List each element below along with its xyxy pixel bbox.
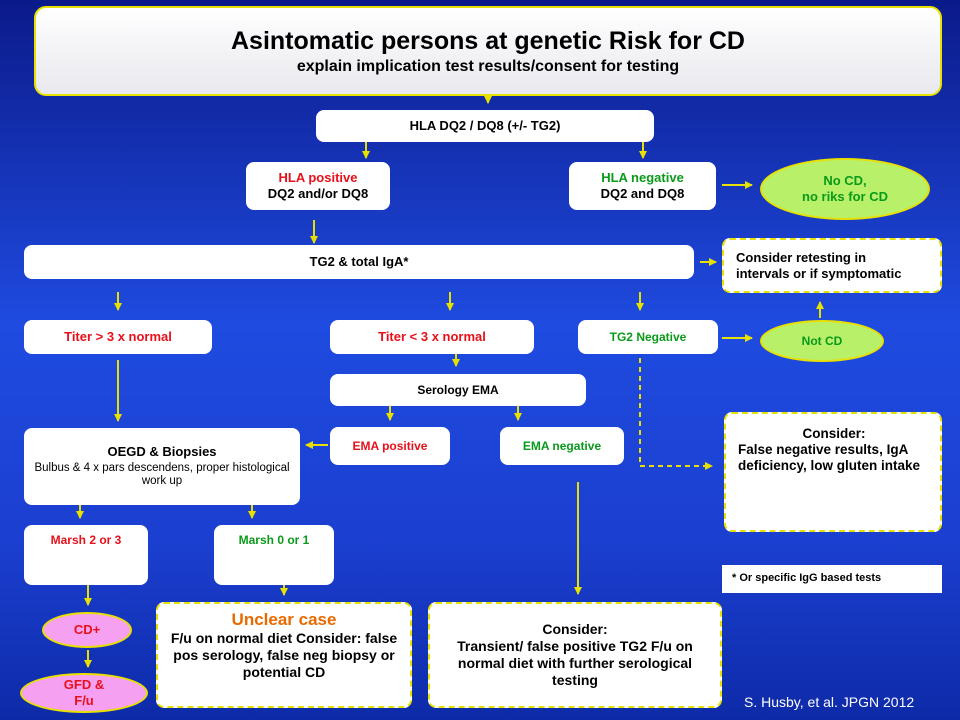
title-box: Asintomatic persons at genetic Risk for … [34, 6, 942, 96]
ema-positive-box: EMA positive [330, 427, 450, 465]
citation: S. Husby, et al. JPGN 2012 [744, 694, 915, 710]
titer-high-box: Titer > 3 x normal [24, 320, 212, 354]
gfd-detail: F/u [74, 693, 94, 708]
not-cd-label: Not CD [801, 333, 843, 348]
consider-false-negative-box: Consider: False negative results, IgA de… [724, 412, 942, 532]
ema-negative-label: EMA negative [522, 438, 602, 453]
unclear-case-box: Unclear case F/u on normal diet Consider… [156, 602, 412, 708]
cd-plus-label: CD+ [73, 621, 101, 637]
consider-false-negative-body: False negative results, IgA deficiency, … [738, 442, 921, 474]
titer-high-label: Titer > 3 x normal [64, 329, 172, 345]
marsh-23-box: Marsh 2 or 3 [24, 525, 148, 585]
ema-negative-box: EMA negative [500, 427, 624, 465]
footnote-text: * Or specific IgG based tests [732, 572, 882, 585]
retesting-line1: Consider retesting in [736, 249, 867, 265]
tg2-total-iga-box: TG2 & total IgA* [24, 245, 694, 279]
serology-ema-box: Serology EMA [330, 374, 586, 406]
tg2-negative-box: TG2 Negative [578, 320, 718, 354]
marsh-23-label: Marsh 2 or 3 [50, 533, 122, 547]
no-cd-label: No CD, [823, 172, 867, 188]
hla-negative-box: HLA negative DQ2 and DQ8 [569, 162, 716, 210]
hla-test-box: HLA DQ2 / DQ8 (+/- TG2) [316, 110, 654, 142]
serology-ema-label: Serology EMA [417, 382, 499, 397]
consider-transient-title: Consider: [542, 621, 608, 638]
cd-plus-ellipse: CD+ [42, 612, 132, 648]
no-cd-ellipse: No CD, no riks for CD [760, 158, 930, 220]
hla-positive-detail: DQ2 and/or DQ8 [267, 186, 369, 201]
consider-transient-box: Consider: Transient/ false positive TG2 … [428, 602, 722, 708]
marsh-01-box: Marsh 0 or 1 [214, 525, 334, 585]
retesting-box: Consider retesting in intervals or if sy… [722, 238, 942, 293]
oegd-title: OEGD & Biopsies [107, 443, 217, 459]
not-cd-ellipse: Not CD [760, 320, 884, 362]
consider-false-negative-title: Consider: [802, 426, 866, 441]
hla-positive-label: HLA positive [278, 170, 358, 186]
hla-negative-label: HLA negative [601, 170, 684, 186]
titer-low-label: Titer < 3 x normal [378, 329, 486, 345]
gfd-label: GFD & [63, 676, 105, 692]
arrow-tg2-negative-to-consider [639, 358, 713, 470]
tg2-negative-label: TG2 Negative [609, 329, 687, 344]
marsh-01-label: Marsh 0 or 1 [238, 533, 310, 547]
page-subtitle: explain implication test results/consent… [296, 57, 680, 75]
gfd-ellipse: GFD & F/u [20, 673, 148, 713]
page-title: Asintomatic persons at genetic Risk for … [230, 26, 745, 55]
no-cd-detail: no riks for CD [802, 189, 888, 204]
unclear-case-body: F/u on normal diet Consider: false pos s… [170, 630, 398, 680]
hla-negative-detail: DQ2 and DQ8 [600, 186, 685, 201]
hla-test-label: HLA DQ2 / DQ8 (+/- TG2) [409, 118, 561, 134]
oegd-detail: Bulbus & 4 x pars descendens, proper his… [34, 461, 290, 488]
consider-transient-body: Transient/ false positive TG2 F/u on nor… [457, 638, 693, 688]
hla-positive-box: HLA positive DQ2 and/or DQ8 [246, 162, 390, 210]
oegd-box: OEGD & Biopsies Bulbus & 4 x pars descen… [24, 428, 300, 505]
retesting-line2: intervals or if symptomatic [736, 265, 902, 281]
tg2-total-iga-label: TG2 & total IgA* [309, 254, 409, 270]
ema-positive-label: EMA positive [352, 438, 428, 453]
titer-low-box: Titer < 3 x normal [330, 320, 534, 354]
footnote-box: * Or specific IgG based tests [722, 565, 942, 593]
unclear-case-title: Unclear case [231, 610, 337, 629]
